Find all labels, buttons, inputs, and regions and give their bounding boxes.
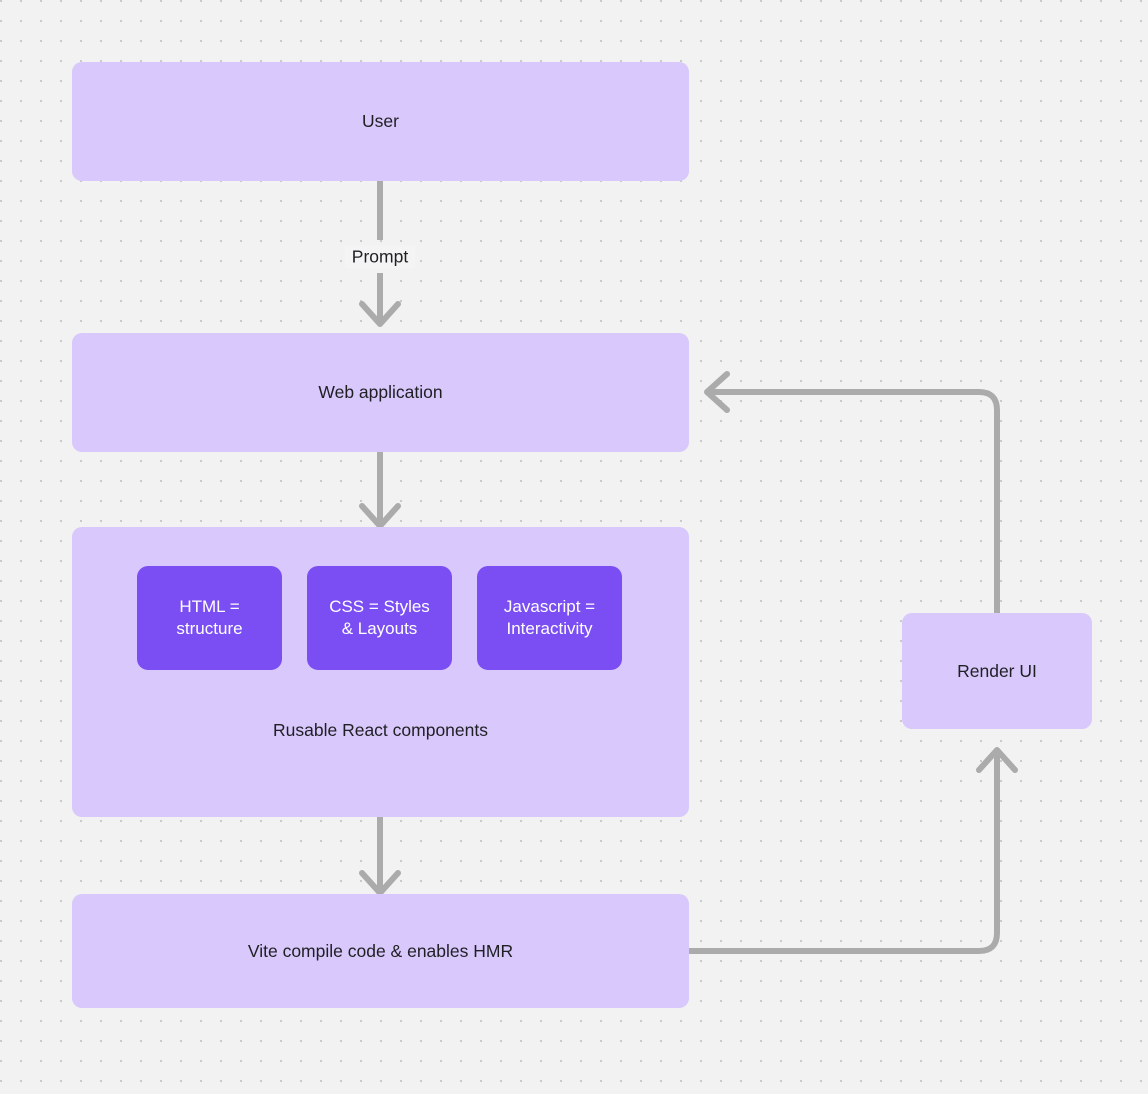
node-components-group[interactable]: HTML = structure CSS = Styles & Layouts … <box>72 527 689 817</box>
node-user-label: User <box>362 111 399 132</box>
node-vite[interactable]: Vite compile code & enables HMR <box>72 894 689 1008</box>
node-web-application[interactable]: Web application <box>72 333 689 452</box>
edge-vite-to-render-ui <box>689 747 1018 954</box>
node-html-line1: HTML = <box>179 597 240 617</box>
node-user[interactable]: User <box>72 62 689 181</box>
node-vite-label: Vite compile code & enables HMR <box>247 940 514 961</box>
node-css[interactable]: CSS = Styles & Layouts <box>307 566 452 670</box>
node-render-ui[interactable]: Render UI <box>902 613 1092 729</box>
node-html[interactable]: HTML = structure <box>137 566 282 670</box>
node-css-line1: CSS = Styles <box>329 597 430 617</box>
node-css-line2: & Layouts <box>341 619 418 638</box>
node-javascript[interactable]: Javascript = Interactivity <box>477 566 622 670</box>
node-css-label: CSS = Styles & Layouts <box>329 596 430 640</box>
node-html-line2: structure <box>176 619 243 638</box>
edge-components-to-vite <box>359 817 401 896</box>
edge-web-application-to-components <box>359 452 401 529</box>
node-render-ui-label: Render UI <box>957 660 1037 681</box>
node-html-label: HTML = structure <box>176 596 242 640</box>
node-web-application-label: Web application <box>318 382 443 403</box>
node-javascript-line1: Javascript = <box>503 597 596 617</box>
edge-render-ui-to-web-application <box>704 371 1000 613</box>
edge-label-prompt: Prompt <box>344 245 416 269</box>
node-components-group-label: Rusable React components <box>273 720 488 740</box>
node-javascript-line2: Interactivity <box>506 619 593 638</box>
node-javascript-label: Javascript = Interactivity <box>504 596 595 640</box>
